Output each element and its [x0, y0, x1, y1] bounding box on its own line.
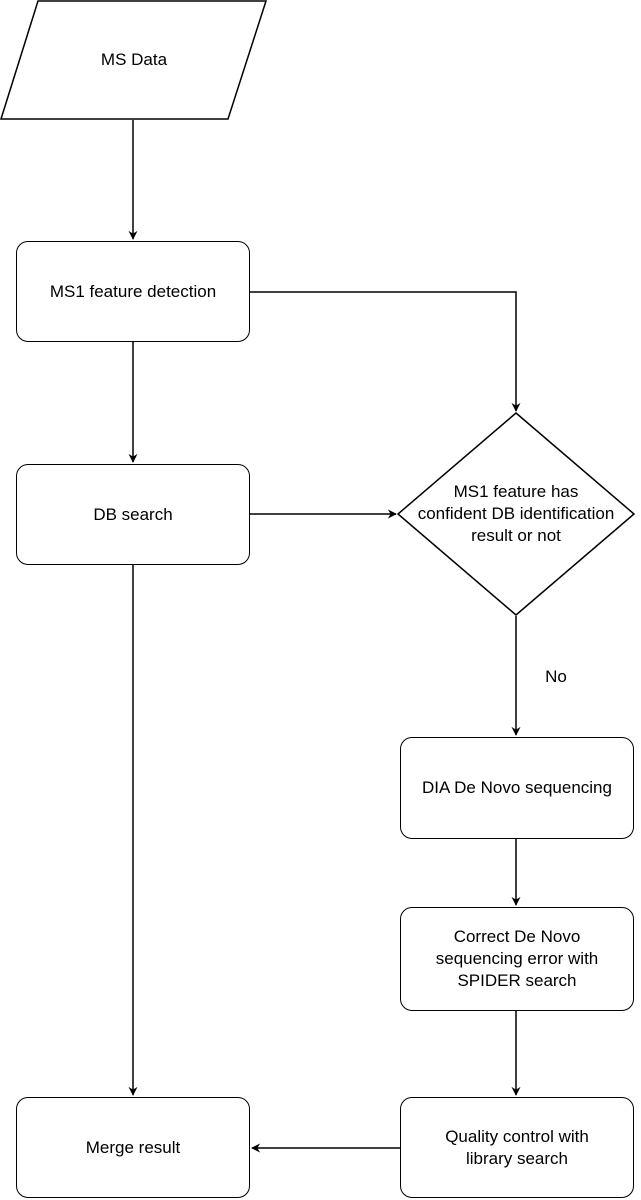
- ms-data-node: MS Data: [20, 1, 248, 119]
- correct-label-line-2: sequencing error with: [435, 949, 599, 968]
- db-search-node: DB search: [16, 464, 250, 565]
- correct-label-line-3: SPIDER search: [457, 971, 577, 990]
- edge-detection-to-decision: [250, 291, 521, 412]
- ms-data-label: MS Data: [100, 50, 168, 69]
- quality-label-line-1: Quality control with: [445, 1126, 589, 1146]
- decision-diamond-shape: [396, 412, 636, 616]
- ms1-feature-detection-node: MS1 feature detection: [16, 241, 250, 342]
- dia-de-novo-label: DIA De Novo sequencing: [422, 778, 612, 797]
- quality-label-line-2: library search: [465, 1148, 569, 1168]
- merge-result-label: Merge result: [85, 1137, 181, 1157]
- edge-label-no: No: [545, 667, 567, 686]
- decision-label-line-1: MS1 feature has: [453, 482, 579, 501]
- correct-label-line-1: Correct De Novo: [453, 927, 581, 946]
- merge-result-node: Merge result: [16, 1097, 250, 1198]
- quality-control-node: Quality control with library search: [400, 1097, 634, 1198]
- db-search-label: DB search: [93, 504, 173, 524]
- decision-label-line-2: confident DB identification: [417, 504, 615, 523]
- correct-de-novo-node: Correct De Novo sequencing error with SP…: [400, 907, 634, 1011]
- decision-label-line-3: result or not: [471, 526, 561, 545]
- ms-data-shape: [0, 0, 268, 120]
- dia-de-novo-node: DIA De Novo sequencing: [400, 737, 634, 839]
- ms1-feature-detection-label: MS1 feature detection: [49, 281, 217, 301]
- decision-node: MS1 feature has confident DB identificat…: [384, 474, 641, 554]
